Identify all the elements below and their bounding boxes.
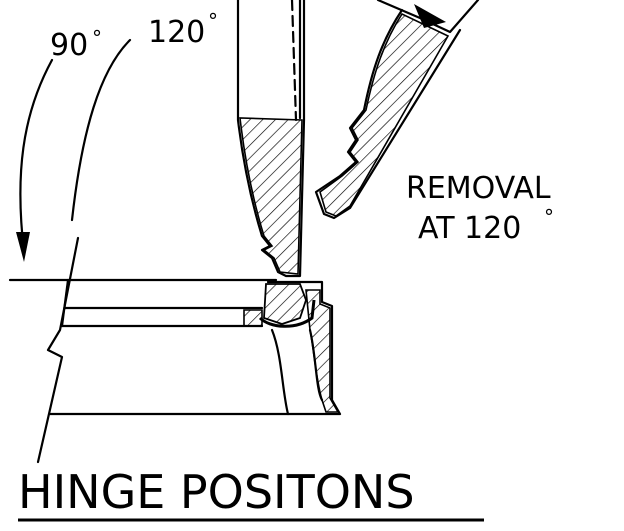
drawing-title: HINGE POSITONS (18, 465, 415, 519)
vertical-cover-inner-line (290, 0, 298, 122)
arrowhead-90 (16, 232, 30, 262)
arc-120-degree (70, 38, 132, 222)
leader-line (36, 236, 80, 464)
frame-inner-wall (270, 328, 290, 416)
hinge-pin (258, 299, 316, 328)
label-120-degree: 120 (148, 15, 205, 50)
removal-label-line2: AT 120 (418, 211, 521, 246)
vertical-cover-outline (236, 0, 306, 278)
hinge-seat-hatch (263, 283, 307, 325)
label-90-degree: 90 (50, 28, 88, 63)
removal-degree-mark: ° (544, 205, 554, 229)
label-120-degree-mark: ° (208, 9, 218, 33)
tilted-cover-hatch (319, 12, 450, 217)
tilted-arrowhead (414, 4, 446, 28)
frame-body-hatch (305, 289, 340, 413)
tilted-cover-body-outline (314, 8, 462, 220)
frame-hatch-strip (243, 309, 263, 327)
frame-left-edge (60, 278, 70, 328)
arc-90-degree (19, 58, 54, 254)
label-90-degree-mark: ° (92, 26, 102, 50)
frame-body-outline (48, 280, 342, 416)
removal-label-line1: REMOVAL (406, 171, 551, 206)
vertical-cover-hatch (239, 117, 303, 275)
